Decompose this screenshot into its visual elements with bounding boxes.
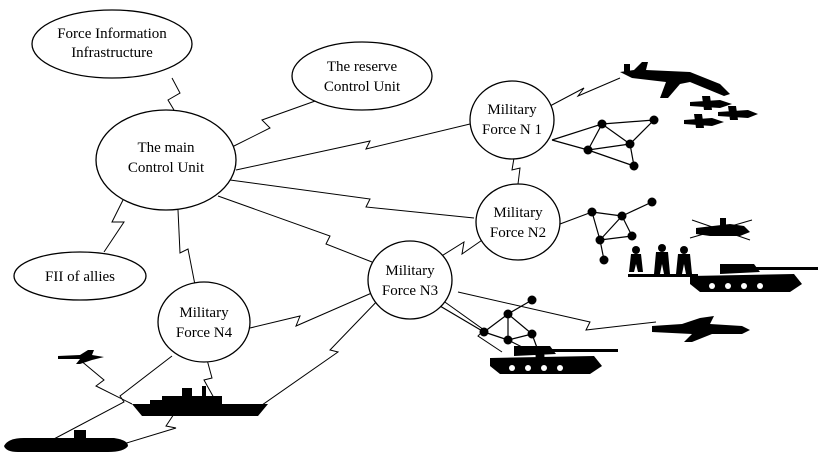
reserve-label-line2: Control Unit bbox=[324, 79, 401, 95]
fii-label-line1: Force Information bbox=[57, 26, 167, 42]
link-mf3-fighter bbox=[457, 291, 657, 331]
link-mf4-mf3 bbox=[249, 291, 375, 329]
mf3-label-line2: Force N3 bbox=[382, 283, 438, 299]
link-mf4-warship bbox=[203, 355, 215, 399]
link-mf3-mf2 bbox=[431, 235, 489, 263]
soldiers-icon bbox=[628, 244, 698, 277]
fighter-jet-icon bbox=[58, 350, 104, 364]
tank-icon bbox=[690, 264, 818, 292]
network-cluster-mf2 bbox=[559, 197, 657, 265]
link-warship-submarine bbox=[109, 413, 177, 449]
airplane-icon bbox=[620, 62, 730, 98]
node-military-force-n2: Military Force N2 bbox=[475, 183, 561, 261]
submarine-icon bbox=[4, 430, 128, 452]
main-label-line1: The main bbox=[137, 140, 195, 156]
link-mf1-mf2 bbox=[511, 157, 521, 185]
node-reserve-control-unit: The reserve Control Unit bbox=[291, 41, 433, 111]
node-military-force-n3: Military Force N3 bbox=[367, 240, 453, 320]
link-main-allies bbox=[103, 197, 125, 253]
link-main-mf1 bbox=[235, 123, 471, 171]
network-cluster-mf1 bbox=[551, 115, 659, 171]
node-main-control-unit: The main Control Unit bbox=[95, 109, 237, 211]
warship-icon bbox=[132, 386, 268, 416]
mf1-label-line1: Military bbox=[487, 102, 537, 118]
network-cluster-mf3 bbox=[439, 295, 545, 361]
mf4-label-line1: Military bbox=[179, 305, 229, 321]
mf2-label-line2: Force N2 bbox=[490, 225, 546, 241]
allies-label: FII of allies bbox=[45, 269, 115, 285]
link-main-mf2 bbox=[229, 179, 475, 219]
mf2-label-line1: Military bbox=[493, 205, 543, 221]
reserve-label-line1: The reserve bbox=[327, 59, 398, 75]
link-main-mf4 bbox=[177, 209, 197, 291]
link-mf1-airplane bbox=[549, 77, 621, 107]
helicopter-icon bbox=[689, 218, 753, 241]
node-fii-of-allies: FII of allies bbox=[13, 251, 147, 301]
link-mf3-warship bbox=[251, 295, 383, 413]
mf4-label-line2: Force N4 bbox=[176, 325, 233, 341]
node-military-force-n1: Military Force N 1 bbox=[469, 80, 555, 160]
fighter-jet-icon bbox=[652, 316, 750, 342]
main-label-line2: Control Unit bbox=[128, 160, 205, 176]
mf3-label-line1: Military bbox=[385, 263, 435, 279]
node-military-force-n4: Military Force N4 bbox=[157, 281, 251, 363]
mf1-label-line2: Force N 1 bbox=[482, 122, 542, 138]
link-main-mf3 bbox=[217, 195, 373, 263]
link-mf4-submarine bbox=[51, 355, 173, 441]
link-fii-main bbox=[167, 77, 181, 111]
bomber-icon bbox=[718, 106, 758, 120]
tank-icon bbox=[490, 346, 618, 374]
link-main-reserve bbox=[231, 99, 319, 148]
bomber-icon bbox=[684, 114, 724, 128]
node-force-information-infrastructure: Force Information Infrastructure bbox=[31, 9, 193, 79]
bomber-icon bbox=[690, 96, 732, 110]
link-fighter-warship bbox=[79, 359, 133, 405]
fii-label-line2: Infrastructure bbox=[71, 45, 153, 61]
